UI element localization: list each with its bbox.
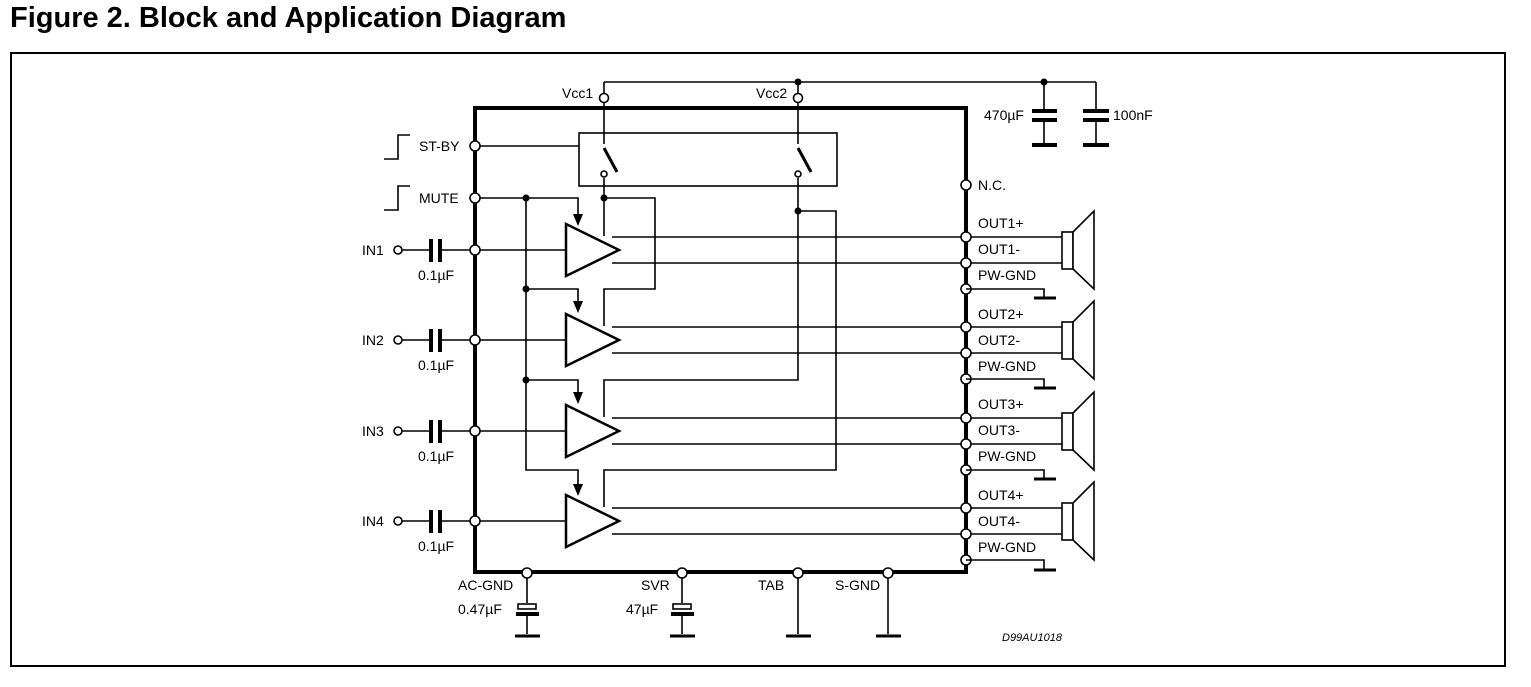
channel-1: IN1 0.1µF OUT1+ OUT1- PW-GND [362,209,1095,300]
amp-supply-wiring [600,178,837,507]
channel-2: IN2 0.1µF OUT2+ OUT2- PW-GND [362,299,1095,390]
amplifier [564,221,622,279]
output-minus-label: OUT2- [978,332,1020,348]
tab-pin: TAB [758,567,811,638]
input-label: IN3 [362,423,384,439]
amplifier [564,311,622,369]
output-minus-label: OUT1- [978,241,1020,257]
output-minus-label: OUT3- [978,422,1020,438]
output-plus-label: OUT3+ [978,396,1024,412]
supply-rail: Vcc1 Vcc2 [562,78,1096,104]
ac-gnd-label: AC-GND [458,577,513,593]
standby-pin: ST-BY [384,134,481,160]
svr-cap-label: 47µF [626,601,658,617]
speaker [1061,502,1074,541]
vcc1-label: Vcc1 [562,85,593,101]
input-cap-label: 0.1µF [418,448,454,464]
svr-label: SVR [641,577,670,593]
amplifier [564,492,622,550]
s-gnd-pin: S-GND [835,567,901,638]
mute-pin: MUTE [384,185,481,211]
cap-100nf-label: 100nF [1113,107,1153,123]
mute-bus [480,194,583,496]
channel-4: IN4 0.1µF OUT4+ OUT4- PW-GND [362,480,1095,572]
speaker [1061,412,1074,451]
input-cap-label: 0.1µF [418,538,454,554]
output-gnd-label: PW-GND [978,267,1036,283]
tab-label: TAB [758,577,784,593]
cap-470uf: 470µF [984,82,1057,147]
nc-label: N.C. [978,177,1006,193]
vcc2-pin [792,92,804,104]
output-minus-label: OUT4- [978,513,1020,529]
speaker [1061,321,1074,360]
speaker [1061,231,1074,270]
figure-title: Figure 2. Block and Application Diagram [10,2,567,34]
nc-pin: N.C. [960,177,1006,193]
output-plus-label: OUT2+ [978,306,1024,322]
channel-3: IN3 0.1µF OUT3+ OUT3- PW-GND [362,390,1095,481]
cap-100nf: 100nF [1083,82,1153,147]
drawing-code: D99AU1018 [1002,632,1063,644]
mute-label: MUTE [419,190,459,206]
input-cap-label: 0.1µF [418,357,454,373]
input-cap-label: 0.1µF [418,267,454,283]
output-gnd-label: PW-GND [978,358,1036,374]
output-plus-label: OUT4+ [978,487,1024,503]
input-label: IN2 [362,332,384,348]
standby-switch-block [475,102,838,187]
ac-gnd-pin: AC-GND 0.47µF [458,567,540,638]
input-label: IN1 [362,242,384,258]
svr-pin: SVR 47µF [626,567,695,638]
ac-gnd-cap-label: 0.47µF [458,601,502,617]
figure-frame [10,52,1506,667]
amplifier [564,402,622,460]
input-label: IN4 [362,513,384,529]
output-gnd-label: PW-GND [978,448,1036,464]
vcc2-label: Vcc2 [756,85,787,101]
output-gnd-label: PW-GND [978,539,1036,555]
s-gnd-label: S-GND [835,577,880,593]
cap-470uf-label: 470µF [984,107,1024,123]
vcc1-pin [598,92,610,104]
standby-label: ST-BY [419,138,460,154]
output-plus-label: OUT1+ [978,215,1024,231]
